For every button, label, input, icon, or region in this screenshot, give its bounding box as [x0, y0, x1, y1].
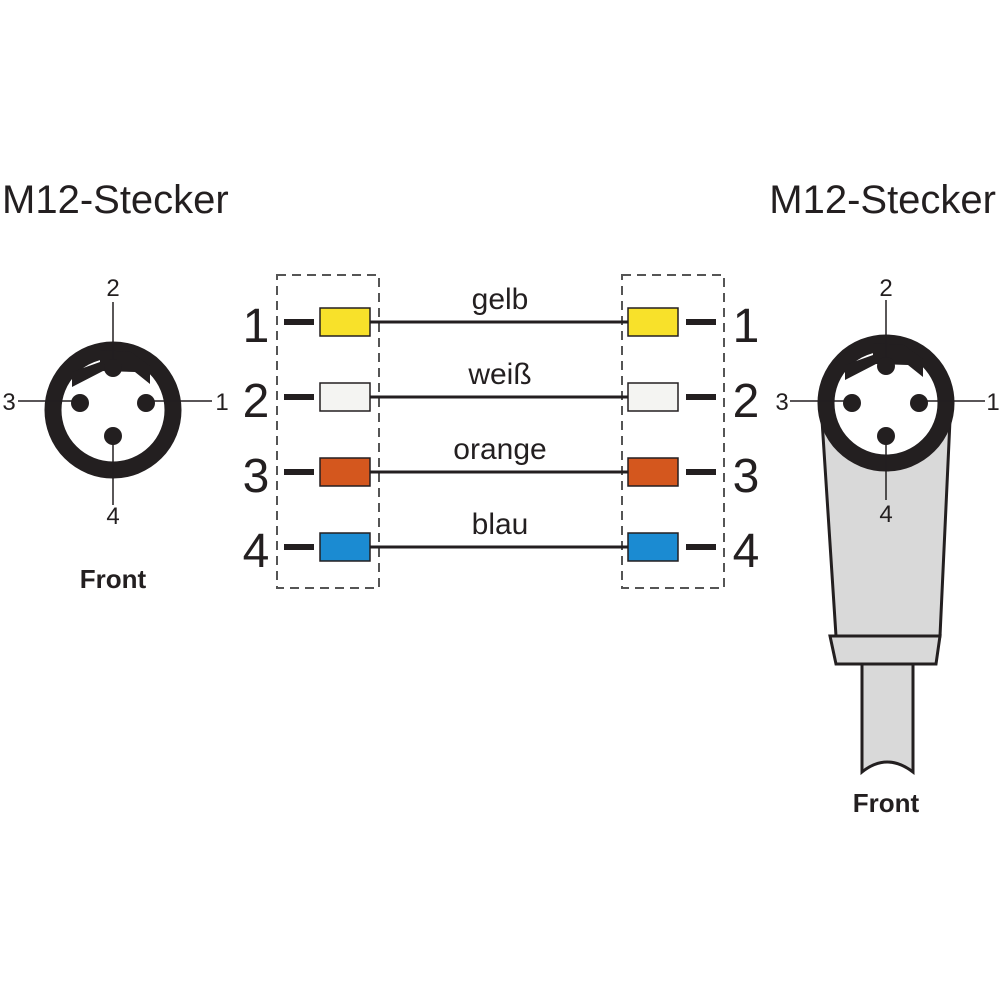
wires: 1 1 gelb 2 2 weiß 3 3 orange 4 4 blau [243, 283, 760, 578]
wire-2-left-sleeve [319, 382, 371, 412]
left-pin-1 [137, 394, 155, 412]
wire-2-right-pin-number: 2 [733, 375, 760, 428]
left-pin-2 [104, 359, 122, 377]
left-pin-4 [104, 427, 122, 445]
wire-3-color-label: orange [453, 433, 546, 466]
left-pin-label-1: 1 [215, 389, 228, 416]
wire-3-left-sleeve [319, 457, 371, 487]
right-connector-caption: Front [853, 788, 920, 818]
wire-3-right-pin-number: 3 [733, 450, 760, 503]
wire-1-left-pin-number: 1 [243, 300, 270, 353]
right-strain-relief [828, 634, 942, 666]
right-connector-title: M12-Stecker [769, 178, 996, 222]
left-pin-3 [71, 394, 89, 412]
wire-4-left-pin-number: 4 [243, 525, 270, 578]
right-pin-3 [843, 394, 861, 412]
wire-4-right-stub [686, 544, 716, 550]
wire-2-left-stub [284, 394, 314, 400]
left-terminal-box [276, 274, 380, 589]
right-pin-label-3: 3 [775, 389, 788, 416]
left-pin-label-2: 2 [106, 275, 119, 302]
right-pin-1 [910, 394, 928, 412]
wire-2-right-sleeve [627, 382, 679, 412]
wire-4-left-sleeve [319, 532, 371, 562]
right-connector-housing: 2 4 3 1 [775, 275, 1000, 776]
wire-4-right-sleeve [627, 532, 679, 562]
wire-2-left-pin-number: 2 [243, 375, 270, 428]
right-pin-4 [877, 427, 895, 445]
wire-1-right-pin-number: 1 [733, 300, 760, 353]
wire-1-color-label: gelb [472, 283, 529, 316]
left-pin-label-4: 4 [106, 503, 119, 530]
wire-4-color-label: blau [472, 508, 529, 541]
wire-3-left-pin-number: 3 [243, 450, 270, 503]
right-pin-2 [877, 357, 895, 375]
wire-4-left-stub [284, 544, 314, 550]
wire-1-right-sleeve [627, 307, 679, 337]
wire-3-right-stub [686, 469, 716, 475]
wire-3-right-sleeve [627, 457, 679, 487]
wire-2-color-label: weiß [467, 358, 531, 391]
wire-1-right-stub [686, 319, 716, 325]
wire-1-left-sleeve [319, 307, 371, 337]
left-connector-face: 2 4 3 1 [2, 275, 228, 530]
wire-1-left-stub [284, 319, 314, 325]
left-pin-label-3: 3 [2, 389, 15, 416]
right-pin-label-1: 1 [986, 389, 999, 416]
right-cable [860, 662, 915, 776]
right-terminal-box [621, 274, 725, 589]
left-connector-title: M12-Stecker [2, 178, 229, 222]
wire-3-left-stub [284, 469, 314, 475]
right-pin-label-4: 4 [879, 501, 892, 528]
right-pin-label-2: 2 [879, 275, 892, 302]
wire-4-right-pin-number: 4 [733, 525, 760, 578]
wire-2-right-stub [686, 394, 716, 400]
left-connector-caption: Front [80, 564, 147, 594]
